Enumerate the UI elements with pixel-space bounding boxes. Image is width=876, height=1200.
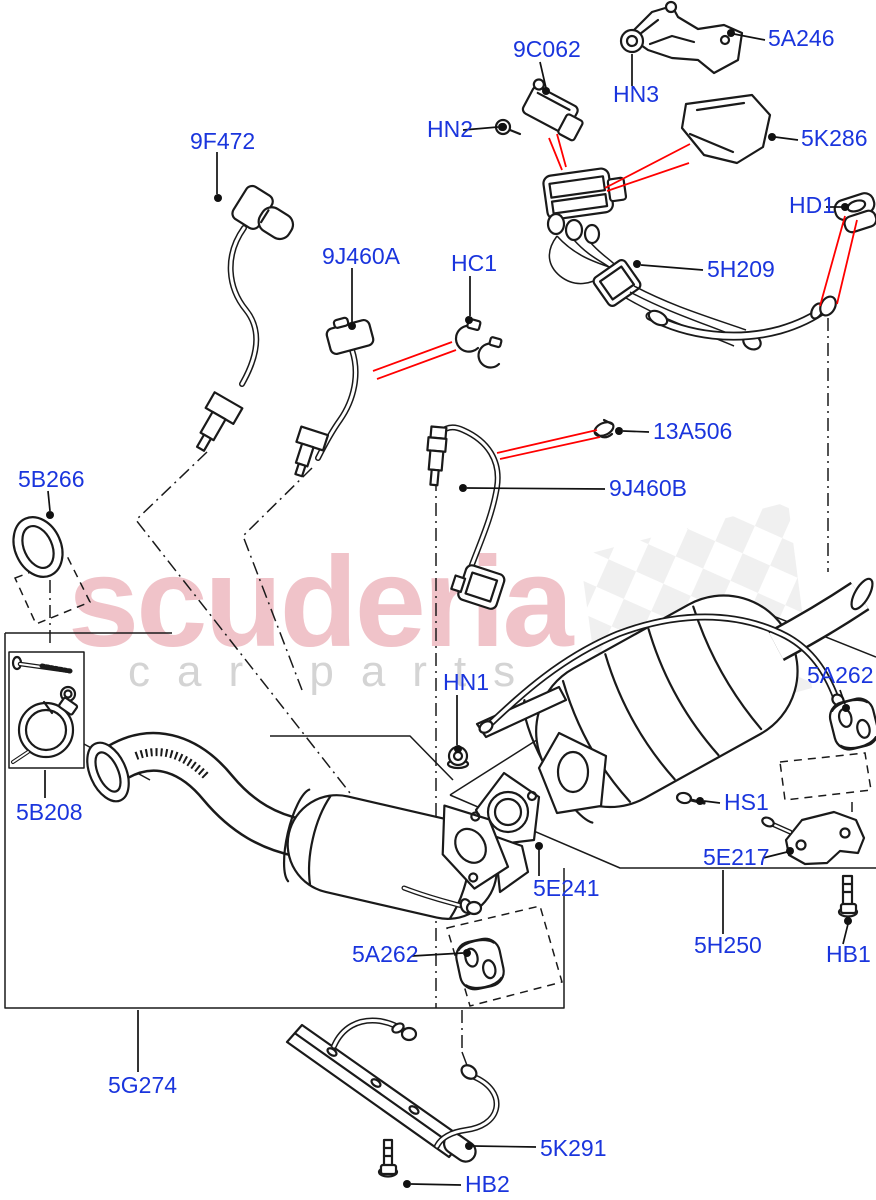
callout-9j460a: 9J460A [322, 243, 401, 330]
callout-label: HS1 [724, 789, 769, 815]
callout-label: 5G274 [108, 1072, 177, 1098]
callout-5b266: 5B266 [18, 466, 85, 519]
bolt-hb2 [377, 1138, 399, 1178]
callout-label: HD1 [789, 192, 835, 218]
callout-5b208: 5B208 [16, 770, 83, 825]
arrow-hd1 [819, 215, 858, 307]
watermark-subtitle: car parts [128, 647, 542, 696]
alignment-line-sensor-b [242, 467, 313, 691]
clip-13a506 [593, 418, 615, 439]
callout-5h250: 5H250 [694, 870, 762, 958]
clamps-hc1 [454, 317, 503, 369]
callout-label: 5A246 [768, 25, 835, 51]
sensor-9f472 [195, 184, 295, 452]
callout-label: 9J460B [609, 475, 687, 501]
callout-5k291: 5K291 [465, 1135, 607, 1161]
nut-hn3 [619, 28, 645, 86]
arrow-5k286 [604, 143, 691, 192]
callout-label: HN2 [427, 116, 473, 142]
callout-9j460b: 9J460B [459, 475, 687, 501]
callout-label: HN1 [443, 669, 489, 695]
clamp-5b208 [11, 655, 79, 764]
callout-label: 5H250 [694, 932, 762, 958]
callout-9f472: 9F472 [190, 128, 255, 202]
mount-5a262-right [828, 697, 876, 751]
callout-label: 5E241 [533, 875, 600, 901]
bracket-5a246 [626, 0, 744, 75]
outlet-flange [441, 804, 510, 890]
callout-13a506: 13A506 [615, 418, 732, 444]
callout-9c062: 9C062 [513, 36, 581, 95]
mount-5a262-mid [455, 937, 505, 991]
callout-5g274: 5G274 [108, 1010, 177, 1098]
shield-5k286 [680, 93, 772, 165]
arrow-hc1 [372, 341, 457, 380]
callout-hn3: HN3 [613, 81, 659, 107]
callout-label: HC1 [451, 250, 497, 276]
callout-label: 9F472 [190, 128, 255, 154]
gasket-5b266 [12, 516, 64, 578]
callouts: 9C062 5A246 HN3 HN2 5K286 9F472 HD1 9J46… [16, 25, 874, 1197]
gasket-dashed-box [13, 557, 92, 625]
callout-5h209: 5H209 [633, 256, 775, 282]
callout-5e241: 5E241 [533, 842, 600, 901]
sensor-9c062 [494, 78, 584, 142]
callout-label: 13A506 [653, 418, 732, 444]
callout-label: HB2 [465, 1171, 510, 1197]
inlet-flange-ring [86, 741, 130, 803]
callout-label: 9J460A [322, 243, 401, 269]
callout-5k286: 5K286 [768, 125, 868, 151]
callout-label: HN3 [613, 81, 659, 107]
callout-5e217: 5E217 [703, 844, 794, 870]
callout-label: 5B266 [18, 466, 85, 492]
alignment-line-sensor-a [134, 451, 351, 794]
callout-label: 5H209 [707, 256, 775, 282]
front-pipe-box [4, 632, 565, 1009]
sensor-9j460b [426, 424, 506, 610]
callout-label: 5A262 [352, 941, 419, 967]
callout-hs1: HS1 [696, 789, 769, 815]
callout-hn1: HN1 [443, 669, 489, 753]
clamp-box [8, 651, 85, 769]
harness-connector [592, 259, 642, 307]
callout-hb1: HB1 [826, 917, 871, 967]
callout-label: 5B208 [16, 799, 83, 825]
callout-hb2: HB2 [403, 1171, 510, 1197]
callout-5a262-right: 5A262 [807, 662, 874, 712]
front-pipe-assembly [86, 731, 530, 920]
callout-label: 5A262 [807, 662, 874, 688]
sensor-9j460a [294, 316, 375, 478]
callout-5a246: 5A246 [727, 25, 835, 51]
arrow-13a506 [496, 429, 601, 460]
heatshield-5k291 [285, 1017, 500, 1178]
callout-label: HB1 [826, 941, 871, 967]
callout-label: 9C062 [513, 36, 581, 62]
bolt-hb1 [837, 874, 859, 918]
arrow-9c062 [548, 133, 567, 171]
bracket-5e217 [761, 810, 866, 866]
mount-right-dashed-box [779, 752, 872, 801]
callout-5a262-mid: 5A262 [352, 941, 471, 967]
callout-label: 5E217 [703, 844, 770, 870]
callout-hd1: HD1 [789, 192, 849, 218]
red-locator-arrows [372, 133, 858, 460]
harness-5h209 [542, 167, 837, 351]
callout-label: 5K291 [540, 1135, 607, 1161]
part-drawings [11, 0, 876, 1178]
callout-hc1: HC1 [451, 250, 497, 324]
callout-label: 5K286 [801, 125, 868, 151]
callout-hn2: HN2 [427, 116, 506, 142]
nut-hn1 [446, 745, 470, 770]
